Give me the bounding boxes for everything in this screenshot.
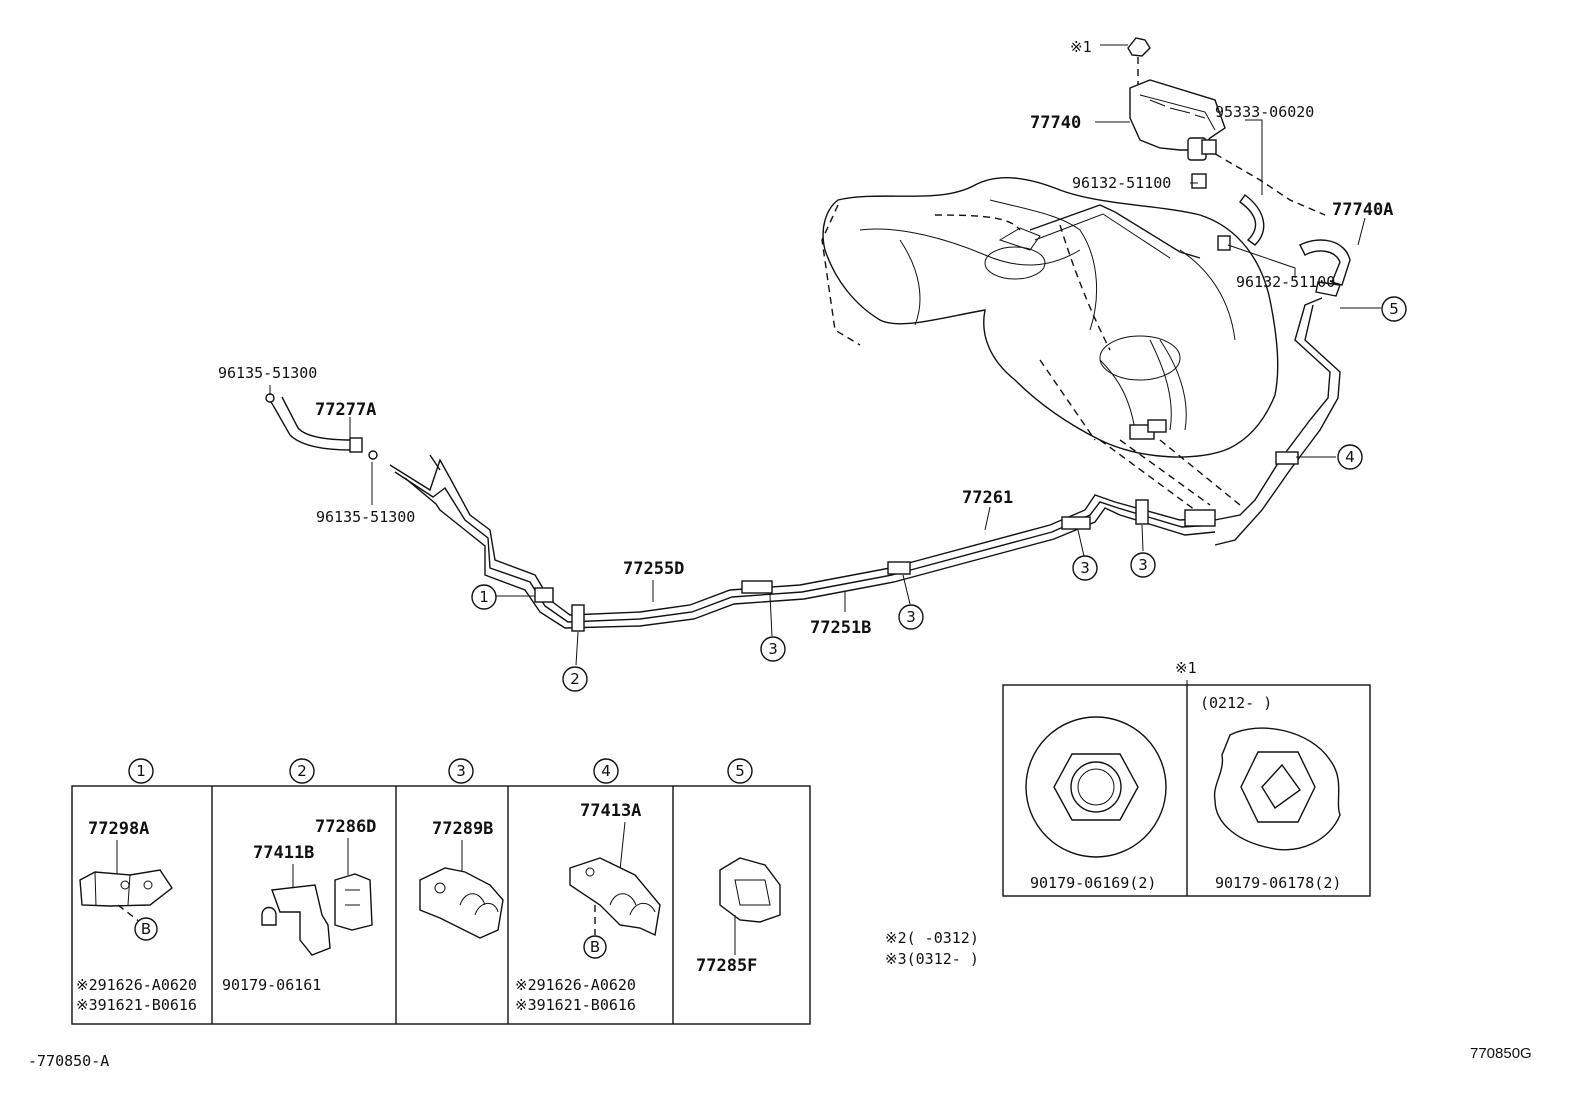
panel-header-1: 1 — [128, 758, 154, 784]
callout-3-b: 3 — [898, 604, 924, 630]
nut-detail-box: ※1 (0212- ) 90179-06169(2) 90179-06178(2… — [1002, 659, 1371, 897]
leader-lines — [269, 44, 1381, 666]
panel-header-4: 4 — [593, 758, 619, 784]
label-star1-box: ※1 — [1175, 659, 1197, 677]
ref-b-1: B — [141, 920, 151, 938]
svg-text:2: 2 — [570, 670, 580, 688]
label-77411b: 77411B — [253, 843, 314, 863]
panel-header-5: 5 — [727, 758, 753, 784]
label-n1-a0620: ※291626-A0620 — [76, 976, 197, 994]
footer-right-code: 770850G — [1470, 1045, 1532, 1062]
label-77285f: 77285F — [696, 956, 757, 976]
svg-text:5: 5 — [735, 762, 745, 780]
panel-header-3: 3 — [448, 758, 474, 784]
svg-text:4: 4 — [1345, 448, 1355, 466]
callout-5: 5 — [1381, 296, 1407, 322]
date-notes: ※2( -0312) ※3(0312- ) — [885, 929, 979, 968]
canister-hoses — [1191, 173, 1351, 297]
svg-text:1: 1 — [136, 762, 146, 780]
fuel-lines — [389, 297, 1341, 629]
label-date-range: (0212- ) — [1200, 694, 1272, 712]
label-n4-b0616: ※391621-B0616 — [515, 996, 636, 1014]
label-77298a: 77298A — [88, 819, 149, 839]
label-77286d: 77286D — [315, 817, 376, 837]
callout-1: 1 — [471, 584, 497, 610]
line-clamps — [534, 451, 1299, 632]
svg-text:3: 3 — [1138, 556, 1148, 574]
label-95333-06020: 95333-06020 — [1215, 103, 1314, 121]
label-96135-51300-a: 96135-51300 — [218, 364, 317, 382]
callout-4: 4 — [1337, 444, 1363, 470]
label-77413a: 77413A — [580, 801, 641, 821]
panel-header-2: 2 — [289, 758, 315, 784]
label-77277a: 77277A — [315, 400, 376, 420]
label-77289b: 77289B — [432, 819, 493, 839]
svg-text:2: 2 — [297, 762, 307, 780]
label-96132-51100-a: 96132-51100 — [1072, 174, 1171, 192]
charcoal-canister — [1127, 37, 1226, 161]
svg-text:3: 3 — [906, 608, 916, 626]
label-77255d: 77255D — [623, 559, 684, 579]
clamp-detail-panels: 1 2 3 4 5 77298A B ※291626-A0620 ※391621… — [71, 758, 811, 1025]
label-n4-a0620: ※291626-A0620 — [515, 976, 636, 994]
label-77261: 77261 — [962, 488, 1013, 508]
label-96132-51100-b: 96132-51100 — [1236, 273, 1335, 291]
label-90179-06169: 90179-06169(2) — [1030, 874, 1156, 892]
svg-text:3: 3 — [768, 640, 778, 658]
svg-text:5: 5 — [1389, 300, 1399, 318]
svg-text:3: 3 — [1080, 559, 1090, 577]
svg-text:4: 4 — [601, 762, 611, 780]
svg-text:1: 1 — [479, 588, 489, 606]
label-n1-b0616: ※391621-B0616 — [76, 996, 197, 1014]
callout-3-c: 3 — [1072, 555, 1098, 581]
label-star1-top: ※1 — [1070, 38, 1092, 56]
label-90179-06178: 90179-06178(2) — [1215, 874, 1341, 892]
label-77740: 77740 — [1030, 113, 1081, 133]
hose-77277a — [265, 393, 378, 460]
callout-3-a: 3 — [760, 636, 786, 662]
footer-left-code: -770850-A — [28, 1052, 109, 1070]
label-90179-06161: 90179-06161 — [222, 976, 321, 994]
svg-text:3: 3 — [456, 762, 466, 780]
note-star3: ※3(0312- ) — [885, 950, 979, 968]
callout-2: 2 — [562, 666, 588, 692]
label-77740a: 77740A — [1332, 200, 1393, 220]
callout-circles: 1 2 3 3 3 3 4 5 — [471, 296, 1407, 692]
callout-3-d: 3 — [1130, 552, 1156, 578]
part-labels: ※1 77740 95333-06020 96132-51100 77740A … — [218, 38, 1393, 638]
ref-b-4: B — [590, 938, 600, 956]
label-77251b: 77251B — [810, 618, 871, 638]
label-96135-51300-b: 96135-51300 — [316, 508, 415, 526]
note-star2: ※2( -0312) — [885, 929, 979, 947]
fuel-tank — [822, 176, 1279, 458]
